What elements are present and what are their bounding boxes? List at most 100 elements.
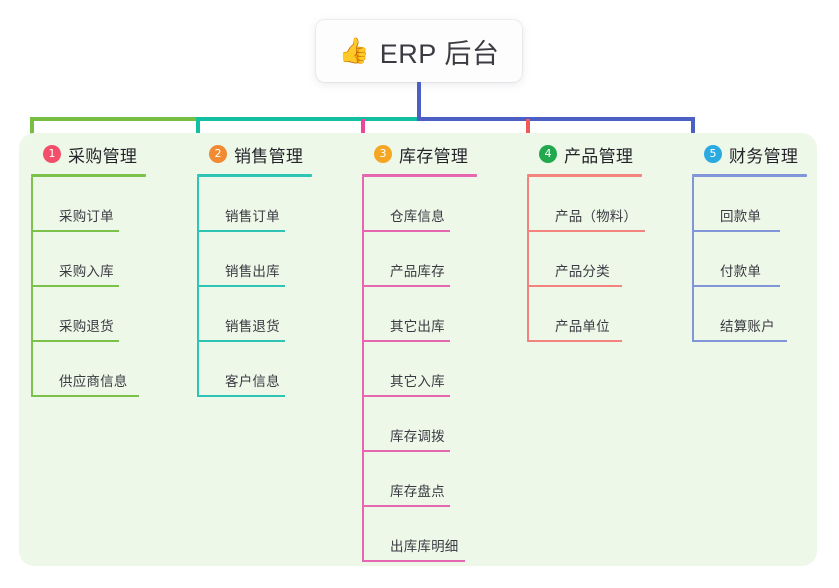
column-items: 回款单付款单结算账户 bbox=[692, 177, 807, 342]
leaf-item[interactable]: 出库库明细 bbox=[362, 507, 477, 562]
column-header-2[interactable]: 2 销售管理 bbox=[197, 141, 312, 167]
leaf-item-rule bbox=[527, 340, 622, 342]
leaf-item-label: 产品库存 bbox=[390, 264, 445, 279]
leaf-item-label: 其它出库 bbox=[390, 319, 445, 334]
leaf-item[interactable]: 其它入库 bbox=[362, 342, 477, 397]
column-underline bbox=[31, 174, 146, 177]
root-node-title: ERP 后台 bbox=[379, 38, 500, 69]
column-spine bbox=[31, 177, 33, 397]
leaf-item-rule bbox=[197, 340, 285, 342]
leaf-item-rule bbox=[362, 395, 450, 397]
leaf-item[interactable]: 库存盘点 bbox=[362, 452, 477, 507]
column-items: 仓库信息产品库存其它出库其它入库库存调拨库存盘点出库库明细 bbox=[362, 177, 477, 562]
leaf-item-rule bbox=[362, 450, 450, 452]
leaf-item-label: 销售退货 bbox=[225, 319, 280, 334]
column-销售管理: 2 销售管理销售订单销售出库销售退货客户信息 bbox=[197, 141, 312, 397]
leaf-item-label: 回款单 bbox=[720, 209, 762, 224]
column-采购管理: 1 采购管理采购订单采购入库采购退货供应商信息 bbox=[31, 141, 146, 397]
leaf-item[interactable]: 产品（物料） bbox=[527, 177, 645, 232]
column-items: 销售订单销售出库销售退货客户信息 bbox=[197, 177, 312, 397]
column-title: 财务管理 bbox=[729, 146, 799, 166]
leaf-item-label: 产品分类 bbox=[555, 264, 610, 279]
column-header-5[interactable]: 5 财务管理 bbox=[692, 141, 807, 167]
leaf-item-label: 产品单位 bbox=[555, 319, 610, 334]
leaf-item-label: 结算账户 bbox=[720, 319, 775, 334]
column-title: 库存管理 bbox=[399, 146, 469, 166]
leaf-item-label: 销售订单 bbox=[225, 209, 280, 224]
leaf-item-label: 采购入库 bbox=[59, 264, 114, 279]
column-number-badge: 3 bbox=[374, 145, 392, 163]
leaf-item-rule bbox=[31, 230, 119, 232]
column-title: 销售管理 bbox=[234, 146, 304, 166]
leaf-item-rule bbox=[31, 395, 139, 397]
leaf-item-label: 其它入库 bbox=[390, 374, 445, 389]
column-spine bbox=[362, 177, 364, 562]
leaf-item[interactable]: 采购退货 bbox=[31, 287, 146, 342]
leaf-item[interactable]: 结算账户 bbox=[692, 287, 807, 342]
leaf-item-label: 采购退货 bbox=[59, 319, 114, 334]
leaf-item-rule bbox=[362, 285, 450, 287]
leaf-item[interactable]: 库存调拨 bbox=[362, 397, 477, 452]
leaf-item[interactable]: 付款单 bbox=[692, 232, 807, 287]
leaf-item-label: 销售出库 bbox=[225, 264, 280, 279]
leaf-item-rule bbox=[362, 505, 450, 507]
leaf-item[interactable]: 销售订单 bbox=[197, 177, 312, 232]
thumbs-up-icon: 👍 bbox=[338, 36, 370, 65]
leaf-item-label: 供应商信息 bbox=[59, 374, 128, 389]
column-header-1[interactable]: 1 采购管理 bbox=[31, 141, 146, 167]
leaf-item-rule bbox=[362, 340, 450, 342]
column-items: 采购订单采购入库采购退货供应商信息 bbox=[31, 177, 146, 397]
root-node-card[interactable]: 👍 ERP 后台 bbox=[316, 20, 522, 82]
leaf-item-rule bbox=[197, 230, 285, 232]
leaf-item[interactable]: 回款单 bbox=[692, 177, 807, 232]
leaf-item[interactable]: 产品单位 bbox=[527, 287, 642, 342]
leaf-item-label: 付款单 bbox=[720, 264, 762, 279]
column-title: 产品管理 bbox=[564, 146, 634, 166]
column-number-badge: 1 bbox=[43, 145, 61, 163]
leaf-item[interactable]: 仓库信息 bbox=[362, 177, 477, 232]
leaf-item[interactable]: 销售退货 bbox=[197, 287, 312, 342]
leaf-item-label: 产品（物料） bbox=[555, 209, 638, 224]
column-spine bbox=[692, 177, 694, 342]
column-库存管理: 3 库存管理仓库信息产品库存其它出库其它入库库存调拨库存盘点出库库明细 bbox=[362, 141, 477, 562]
leaf-item-rule bbox=[31, 285, 119, 287]
column-number-badge: 5 bbox=[704, 145, 722, 163]
column-underline bbox=[527, 174, 642, 177]
column-spine bbox=[527, 177, 529, 342]
leaf-item[interactable]: 采购订单 bbox=[31, 177, 146, 232]
column-number-badge: 4 bbox=[539, 145, 557, 163]
column-items: 产品（物料） 产品分类产品单位 bbox=[527, 177, 645, 342]
column-header-4[interactable]: 4 产品管理 bbox=[527, 141, 642, 167]
leaf-item[interactable]: 供应商信息 bbox=[31, 342, 146, 397]
leaf-item-rule bbox=[197, 285, 285, 287]
leaf-item-label: 库存调拨 bbox=[390, 429, 445, 444]
leaf-item[interactable]: 客户信息 bbox=[197, 342, 312, 397]
leaf-item-rule bbox=[362, 560, 465, 562]
column-header-3[interactable]: 3 库存管理 bbox=[362, 141, 477, 167]
leaf-item-rule bbox=[692, 285, 780, 287]
column-underline bbox=[362, 174, 477, 177]
leaf-item-label: 库存盘点 bbox=[390, 484, 445, 499]
leaf-item-rule bbox=[527, 285, 622, 287]
leaf-item[interactable]: 销售出库 bbox=[197, 232, 312, 287]
leaf-item[interactable]: 其它出库 bbox=[362, 287, 477, 342]
column-title: 采购管理 bbox=[68, 146, 138, 166]
leaf-item-rule bbox=[197, 395, 285, 397]
column-underline bbox=[197, 174, 312, 177]
leaf-item[interactable]: 产品分类 bbox=[527, 232, 642, 287]
column-spine bbox=[197, 177, 199, 397]
leaf-item[interactable]: 采购入库 bbox=[31, 232, 146, 287]
leaf-item-label: 出库库明细 bbox=[390, 539, 459, 554]
column-产品管理: 4 产品管理产品（物料） 产品分类产品单位 bbox=[527, 141, 645, 342]
column-underline bbox=[692, 174, 807, 177]
leaf-item-label: 客户信息 bbox=[225, 374, 280, 389]
leaf-item-label: 仓库信息 bbox=[390, 209, 445, 224]
leaf-item-rule bbox=[362, 230, 450, 232]
leaf-item-label: 采购订单 bbox=[59, 209, 114, 224]
column-财务管理: 5 财务管理回款单付款单结算账户 bbox=[692, 141, 807, 342]
leaf-item-rule bbox=[31, 340, 119, 342]
leaf-item-rule bbox=[527, 230, 645, 232]
column-number-badge: 2 bbox=[209, 145, 227, 163]
leaf-item[interactable]: 产品库存 bbox=[362, 232, 477, 287]
branches-panel bbox=[19, 133, 817, 566]
